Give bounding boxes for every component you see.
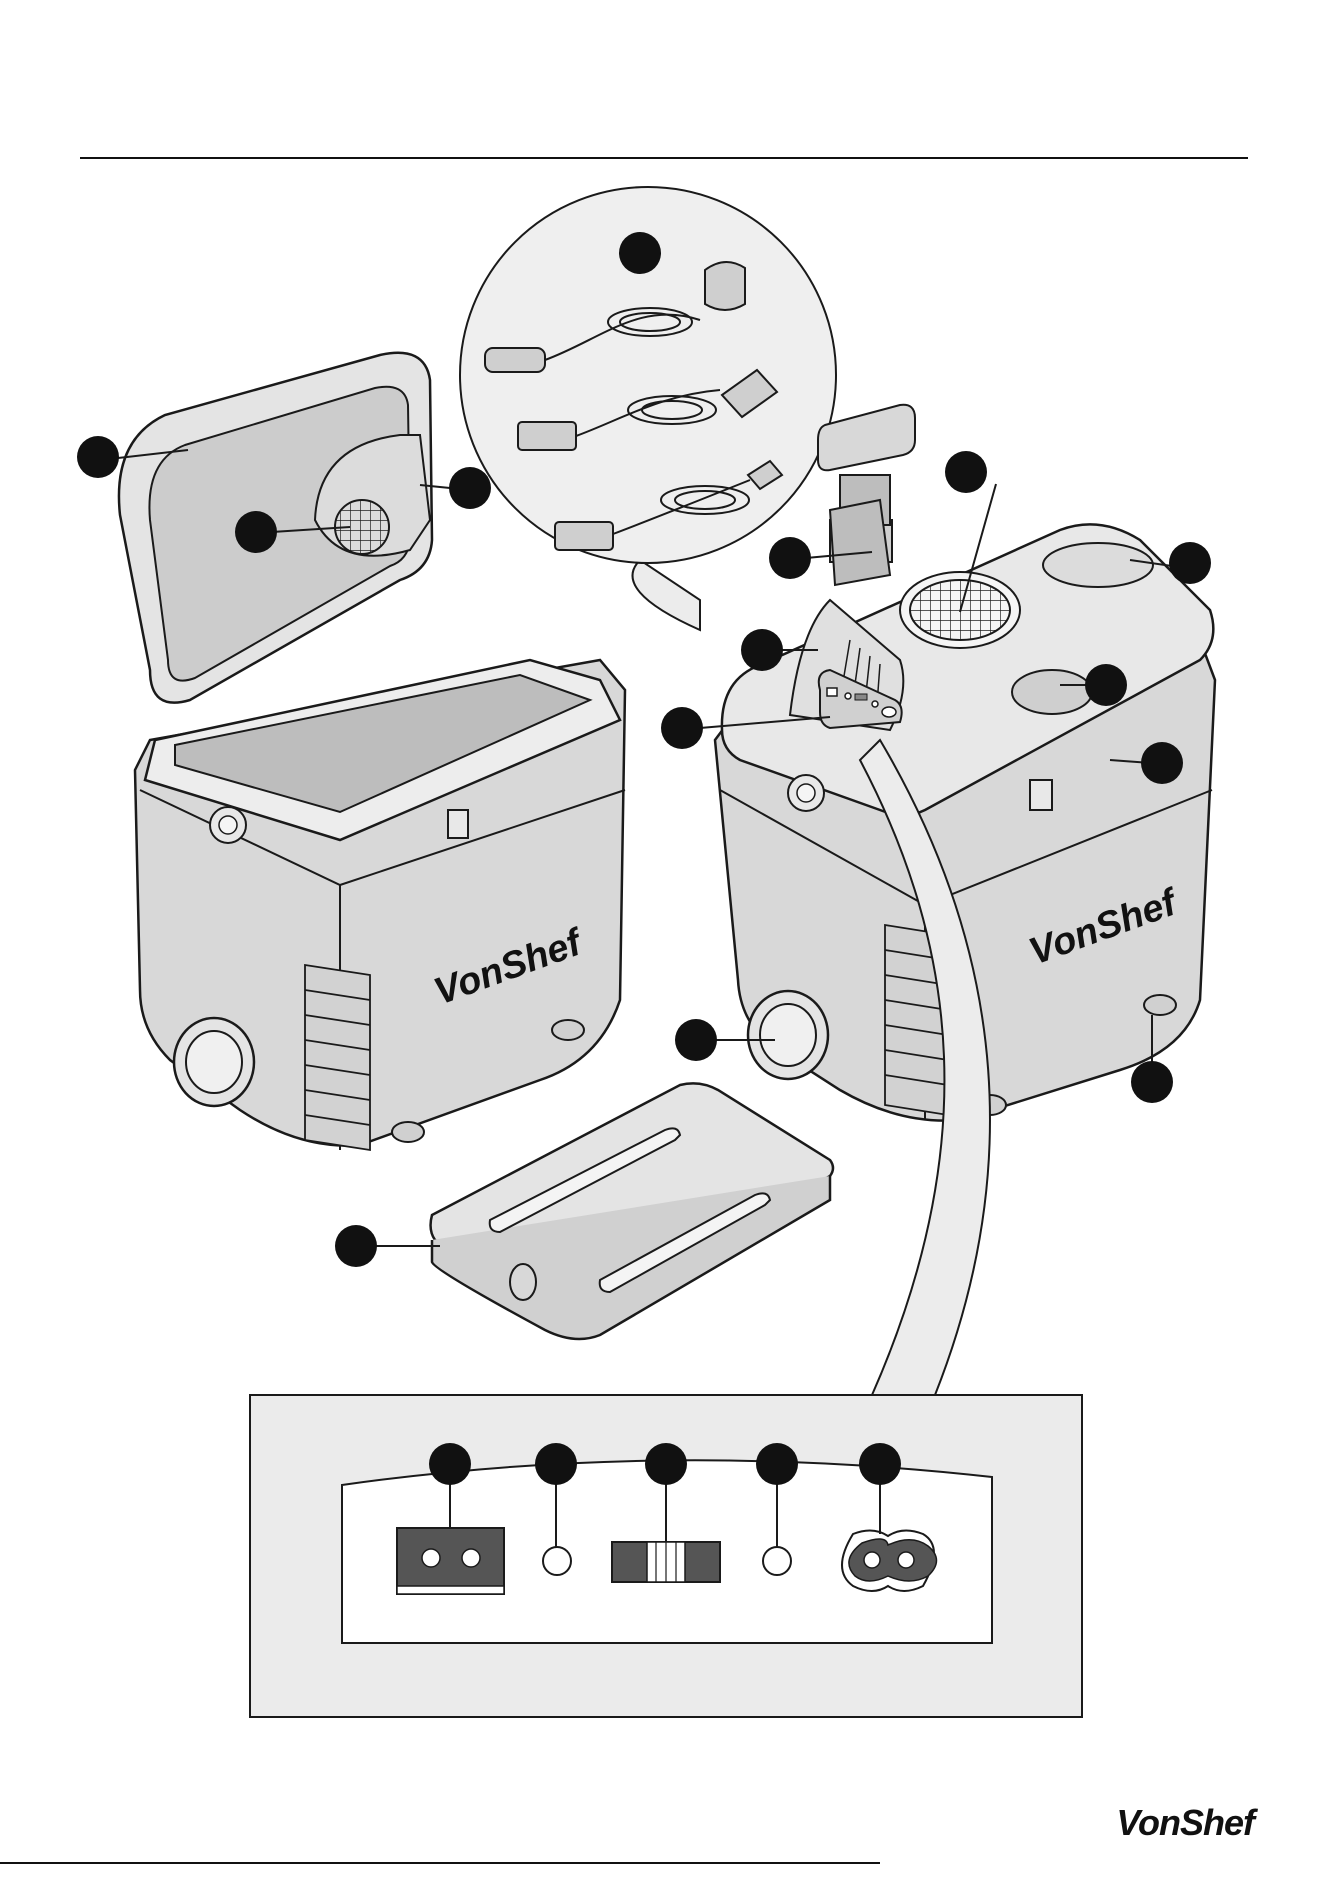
callout-marker [661, 707, 703, 749]
callout-marker [741, 629, 783, 671]
callout-marker [429, 1443, 471, 1485]
footer-brand-logo: VonShef [1116, 1802, 1254, 1844]
callout-marker [77, 436, 119, 478]
callout-marker [1131, 1061, 1173, 1103]
lid-button [1012, 670, 1092, 714]
callout-marker [449, 467, 491, 509]
indicator-light-left [543, 1547, 571, 1575]
callout-marker [535, 1443, 577, 1485]
indicator-light-right [763, 1547, 791, 1575]
callout-marker [769, 537, 811, 579]
callout-marker [945, 451, 987, 493]
callout-marker [619, 232, 661, 274]
ice-pack [431, 1083, 833, 1339]
ac-socket [842, 1530, 937, 1591]
footer-rule [0, 1862, 880, 1864]
callout-marker [1141, 742, 1183, 784]
callout-marker [235, 511, 277, 553]
callout-marker [1169, 542, 1211, 584]
open-side-ribs [305, 965, 370, 1150]
callout-marker [645, 1443, 687, 1485]
callout-marker [1085, 664, 1127, 706]
callout-marker [859, 1443, 901, 1485]
callout-marker [335, 1225, 377, 1267]
carry-handle [818, 405, 915, 585]
mode-switch [612, 1542, 720, 1582]
dc-socket [397, 1528, 504, 1594]
callout-marker [675, 1019, 717, 1061]
callout-marker [756, 1443, 798, 1485]
